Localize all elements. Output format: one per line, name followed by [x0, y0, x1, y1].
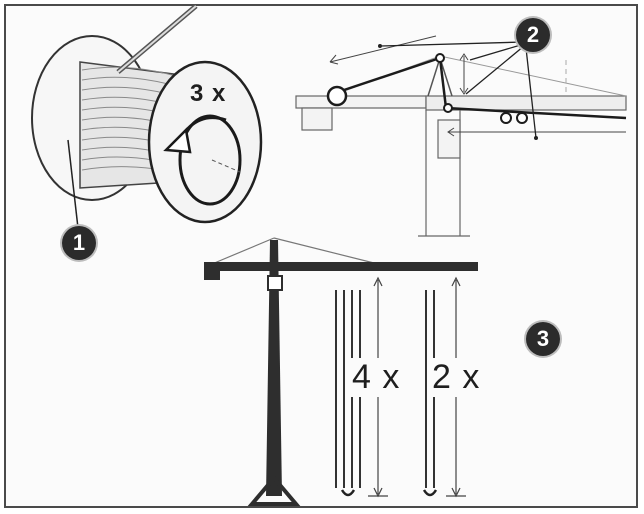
arrow-head-icon	[163, 127, 192, 154]
cable-drum	[31, 4, 263, 229]
tower-crane	[204, 237, 478, 506]
callout-badge-1: 1	[62, 226, 96, 260]
hook-icon	[422, 489, 438, 497]
reeving-two-label: 2 x	[430, 358, 483, 397]
drum-turns-label: 3 x	[190, 80, 227, 107]
leader-line-1	[67, 139, 79, 229]
callout-badge-2: 2	[516, 18, 550, 52]
callout-badge-3: 3	[526, 322, 560, 356]
hook-icon	[340, 489, 356, 497]
jib-detail	[295, 35, 627, 237]
reeving-four-label: 4 x	[350, 358, 403, 397]
